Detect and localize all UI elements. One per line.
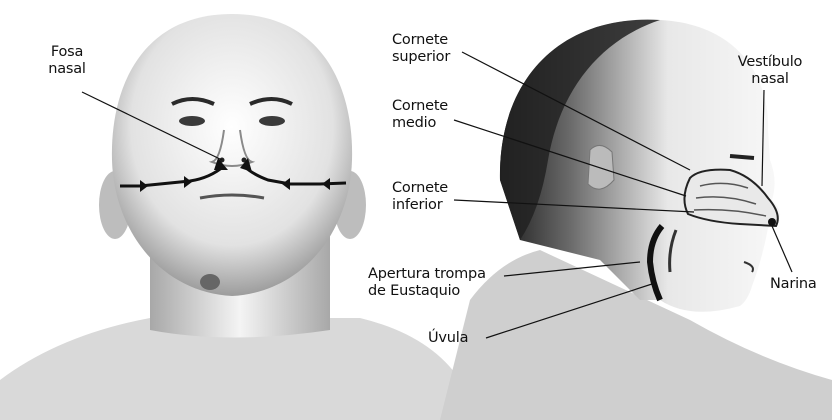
label-vestibulo-nasal: Vestíbulo nasal (730, 54, 810, 88)
label-fosa-nasal: Fosa nasal (42, 44, 92, 78)
label-cornete-medio-line1: Cornete (392, 98, 448, 115)
label-cornete-inferior: Cornete inferior (392, 180, 448, 214)
label-vestibulo-nasal-line2: nasal (730, 71, 810, 88)
label-apertura-trompa-line2: de Eustaquio (368, 283, 486, 300)
label-cornete-medio: Cornete medio (392, 98, 448, 132)
label-uvula: Úvula (428, 330, 468, 347)
label-fosa-nasal-line2: nasal (42, 61, 92, 78)
label-cornete-inferior-line1: Cornete (392, 180, 448, 197)
adams-apple (200, 274, 220, 290)
label-narina-line1: Narina (770, 276, 817, 293)
label-apertura-trompa-line1: Apertura trompa (368, 266, 486, 283)
narina-leader (772, 226, 792, 272)
profile-eye (730, 156, 754, 158)
label-cornete-superior-line1: Cornete (392, 32, 450, 49)
frontal-face (112, 14, 352, 296)
label-uvula-line1: Úvula (428, 330, 468, 347)
label-cornete-superior: Cornete superior (392, 32, 450, 66)
label-apertura-trompa: Apertura trompa de Eustaquio (368, 266, 486, 300)
right-eye (259, 116, 285, 126)
nostril (768, 218, 776, 226)
label-vestibulo-nasal-line1: Vestíbulo (730, 54, 810, 71)
label-cornete-superior-line2: superior (392, 49, 450, 66)
label-narina: Narina (770, 276, 817, 293)
label-cornete-medio-line2: medio (392, 115, 448, 132)
left-eye (179, 116, 205, 126)
label-fosa-nasal-line1: Fosa (42, 44, 92, 61)
label-cornete-inferior-line2: inferior (392, 197, 448, 214)
profile-ear (588, 145, 614, 189)
